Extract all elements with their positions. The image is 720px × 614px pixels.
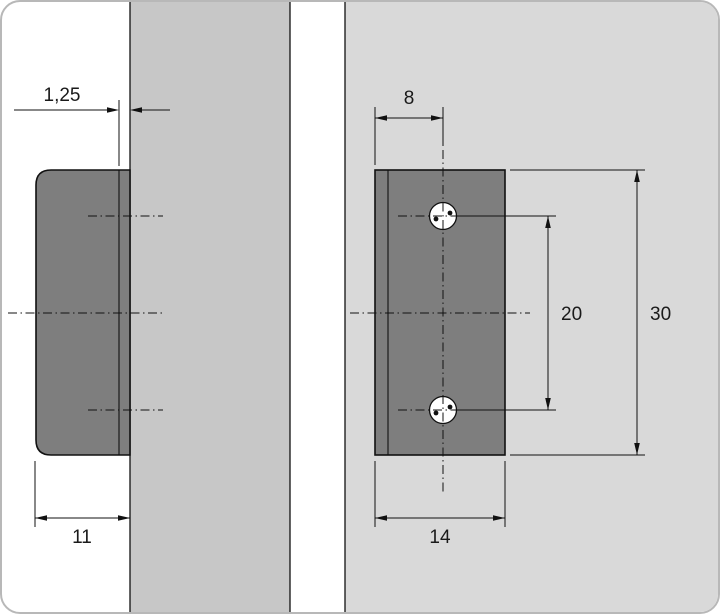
screw-hole-bottom-dot-left: [433, 410, 439, 416]
arrow-left-icon: [130, 107, 142, 113]
screw-hole-top-dot-right: [447, 210, 453, 216]
arrow-down-icon: [634, 443, 640, 455]
arrow-down-icon: [545, 398, 551, 410]
dim-label-top-hole: 8: [404, 88, 415, 109]
dimension-hole-spacing: 20: [459, 215, 582, 411]
arrow-up-icon: [634, 170, 640, 182]
dim-label-depth: 11: [72, 527, 92, 548]
screw-hole-top-dot-left: [433, 216, 439, 222]
screw-hole-bottom-dot-right: [447, 404, 453, 410]
dimension-width: 14: [374, 461, 506, 548]
dimension-offset: 1,25: [14, 85, 170, 166]
arrow-right-icon: [118, 515, 130, 521]
dim-label-height: 30: [650, 304, 671, 325]
dim-label-offset: 1,25: [44, 85, 81, 106]
dimension-depth: 11: [34, 461, 131, 548]
arrow-right-icon: [493, 515, 505, 521]
panel-side-view: [129, 2, 291, 612]
arrow-right-icon: [431, 115, 443, 121]
dim-label-width: 14: [429, 527, 451, 548]
dimension-top-hole: 8: [374, 88, 444, 165]
arrow-left-icon: [375, 115, 387, 121]
dim-label-hole-spacing: 20: [561, 304, 582, 325]
arrow-right-icon: [107, 107, 119, 113]
dimension-height: 30: [510, 169, 671, 456]
arrow-up-icon: [545, 216, 551, 228]
arrow-left-icon: [35, 515, 47, 521]
arrow-left-icon: [375, 515, 387, 521]
